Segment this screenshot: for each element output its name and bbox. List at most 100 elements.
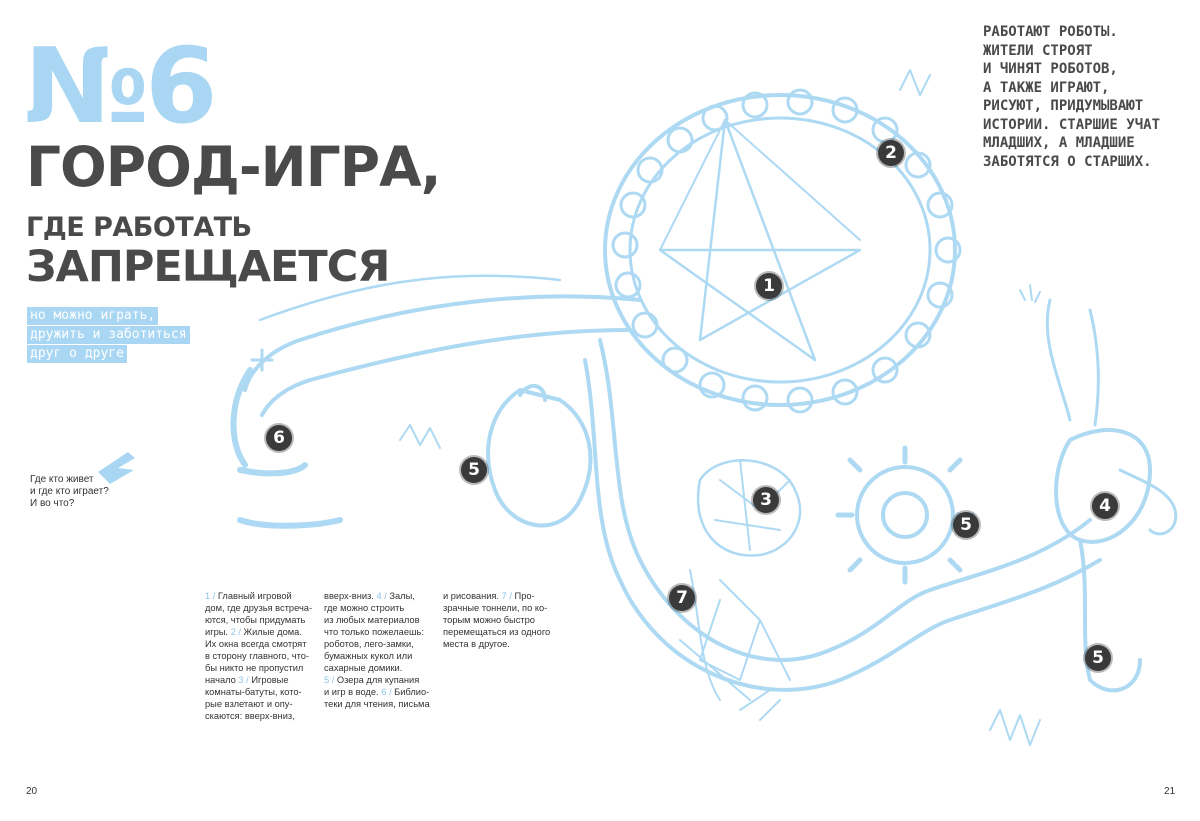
intro-line: ИСТОРИИ. СТАРШИЕ УЧАТ (983, 116, 1161, 133)
legend-text: скаются: вверх-вниз, (205, 711, 295, 721)
page-number-left: 20 (26, 786, 38, 797)
issue-number: №6 (24, 25, 217, 147)
legend-text: начало (205, 675, 239, 685)
legend-text: где можно строить (324, 603, 405, 613)
main-house-ring (603, 93, 957, 407)
legend-text: из любых материалов (324, 615, 420, 625)
subtitle-highlight: но можно играть, дружить и заботиться др… (27, 307, 190, 364)
legend-text: Озера для купания (336, 675, 420, 685)
marker-2: 2 (878, 140, 904, 166)
network-tunnels (679, 569, 791, 701)
legend-line: зрачные тоннели, по ко- (443, 602, 555, 614)
tunnel-bottom (598, 338, 1092, 662)
legend-number: 3 / (238, 675, 252, 685)
legend-text: что только пожелаешь: (324, 627, 424, 637)
legend-text: Про- (514, 591, 535, 601)
question-caption: Где кто живет и где кто играет? И во что… (30, 474, 140, 510)
marker-4: 4 (1092, 493, 1118, 519)
question-line: И во что? (30, 498, 75, 509)
legend-line: ются, чтобы придумать (205, 614, 317, 626)
subtitle-line: но можно играть, (27, 307, 159, 325)
legend-line: в сторону главного, что- (205, 650, 317, 662)
legend-column-3: и рисования. 7 / Про-зрачные тоннели, по… (443, 590, 555, 650)
legend-number: 7 / (501, 591, 515, 601)
intro-line: ЗАБОТЯТСЯ О СТАРШИХ. (983, 153, 1152, 170)
marker-5: 5 (1085, 645, 1111, 671)
tunnel-left (243, 294, 642, 392)
intro-line: РИСУЮТ, ПРИДУМЫВАЮТ (983, 98, 1144, 114)
legend-line: теки для чтения, письма (324, 698, 436, 710)
intro-line: РАБОТАЮТ РОБОТЫ. (983, 24, 1118, 40)
marker-3: 3 (753, 487, 779, 513)
legend-line: рые взлетают и опу- (205, 698, 317, 710)
marker-5: 5 (461, 457, 487, 483)
legend-text: Их окна всегда смотрят (205, 639, 307, 649)
legend-line: вверх-вниз. 4 / Залы, (324, 590, 436, 602)
legend-line: места в другое. (443, 638, 555, 650)
intro-line: А ТАКЖЕ ИГРАЮТ, (983, 79, 1110, 96)
intro-line: И ЧИНЯТ РОБОТОВ, (983, 61, 1118, 77)
pointing-hand-icon (98, 452, 135, 484)
legend-text: и рисования. (443, 591, 502, 601)
legend-line: 5 / Озера для купания (324, 674, 436, 686)
lake-left (486, 388, 593, 528)
legend-line: комнаты-батуты, кото- (205, 686, 317, 698)
page-number-right: 21 (1164, 786, 1176, 797)
legend-text: дом, где друзья встреча- (205, 603, 313, 613)
legend-number: 2 / (230, 627, 244, 637)
trampoline-room (696, 459, 802, 557)
legend-line: дом, где друзья встреча- (205, 602, 317, 614)
legend-line: где можно строить (324, 602, 436, 614)
question-line: и где кто играет? (30, 486, 109, 497)
legend-text: в сторону главного, что- (205, 651, 310, 661)
legend-line: 1 / Главный игровой (205, 590, 317, 602)
legend-column-2: вверх-вниз. 4 / Залы,где можно строить из… (324, 590, 436, 710)
marker-7: 7 (669, 585, 695, 611)
right-page-intro: РАБОТАЮТ РОБОТЫ. ЖИТЕЛИ СТРОЯТ И ЧИНЯТ РОБ… (983, 23, 1160, 171)
legend-text: бумажных кукол или (324, 651, 413, 661)
marker-6: 6 (266, 425, 292, 451)
legend-text: и игр в воде. (324, 687, 382, 697)
subtitle-line: друг о друге (27, 345, 127, 363)
legend-line: торым можно быстро (443, 614, 555, 626)
legend-text: Жилые дома. (243, 627, 302, 637)
ring-beads (611, 88, 962, 414)
gear (855, 465, 955, 565)
legend-line: перемещаться из одного (443, 626, 555, 638)
legend-line: сахарные домики. (324, 662, 436, 674)
legend-text: Главный игровой (217, 591, 292, 601)
legend-text: Игровые (251, 675, 289, 685)
legend-line: начало 3 / Игровые (205, 674, 317, 686)
legend-line: и рисования. 7 / Про- (443, 590, 555, 602)
legend-line: Их окна всегда смотрят (205, 638, 317, 650)
legend-text: игры. (205, 627, 231, 637)
marker-5: 5 (953, 512, 979, 538)
legend-text: зрачные тоннели, по ко- (443, 603, 548, 613)
legend-number: 1 / (205, 591, 218, 601)
page-title-line3: ЗАПРЕЩАЕТСЯ (26, 242, 390, 292)
intro-line: ЖИТЕЛИ СТРОЯТ (983, 42, 1093, 59)
legend-number: 5 / (324, 675, 337, 685)
legend-line: и игр в воде. 6 / Библио- (324, 686, 436, 698)
marker-1: 1 (756, 273, 782, 299)
legend-number: 6 / (381, 687, 395, 697)
legend-line: что только пожелаешь: (324, 626, 436, 638)
legend-line: роботов, лего-замки, (324, 638, 436, 650)
page-title: ГОРОД-ИГРА, (26, 135, 442, 199)
legend-line: из любых материалов (324, 614, 436, 626)
legend-text: места в другое. (443, 639, 510, 649)
page-title-line2: ГДЕ РАБОТАТЬ (26, 212, 252, 243)
legend-text: сахарные домики. (324, 663, 403, 673)
legend-text: бы никто не пропустил (205, 663, 304, 673)
right-building (1054, 428, 1152, 544)
intro-line: МЛАДШИХ, А МЛАДШИЕ (983, 135, 1135, 151)
legend-text: вверх-вниз. (324, 591, 377, 601)
legend-text: комнаты-батуты, кото- (205, 687, 302, 697)
legend-line: игры. 2 / Жилые дома. (205, 626, 317, 638)
legend-line: скаются: вверх-вниз, (205, 710, 317, 722)
legend-text: Библио- (394, 687, 430, 697)
library-blob (230, 367, 343, 529)
